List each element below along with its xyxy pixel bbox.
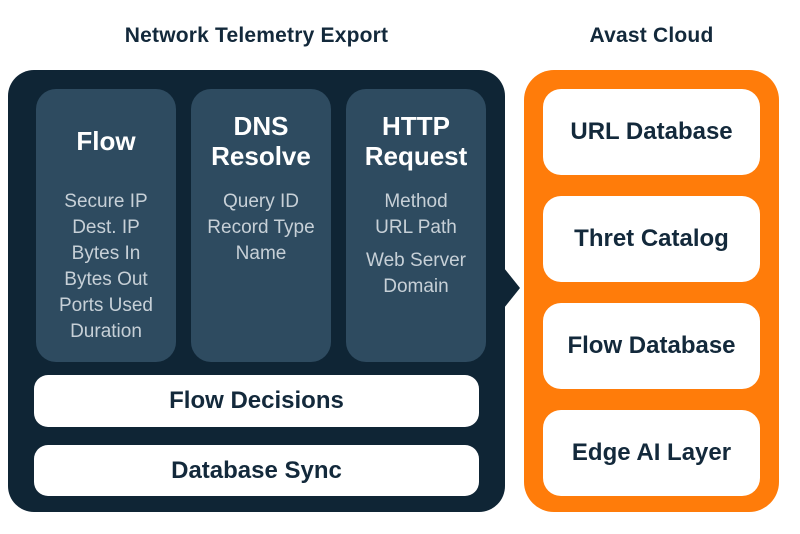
cloud-box-edge-ai-layer: Edge AI Layer (543, 410, 760, 496)
thret-catalog-label: Thret Catalog (574, 225, 729, 252)
dns-resolve-column-items: Query ID Record Type Name (191, 189, 331, 267)
connector-arrow-icon (504, 268, 520, 308)
http-request-column-title: HTTP Request (364, 111, 468, 171)
flow-item: Secure IP (64, 191, 148, 212)
telemetry-export-panel: Flow Secure IP Dest. IP Bytes In Bytes O… (8, 70, 520, 512)
dns-resolve-column-title: DNS Resolve (211, 111, 311, 171)
dns-item: Query ID (222, 191, 300, 212)
flow-column: Flow Secure IP Dest. IP Bytes In Bytes O… (36, 89, 176, 362)
dns-item: Name (235, 243, 287, 264)
flow-column-items: Secure IP Dest. IP Bytes In Bytes Out Po… (36, 189, 176, 345)
avast-cloud-panel: URL Database Thret Catalog Flow Database… (524, 70, 779, 512)
edge-ai-layer-label: Edge AI Layer (571, 439, 732, 466)
cloud-box-flow-database: Flow Database (543, 303, 760, 389)
cloud-box-thret-catalog: Thret Catalog (543, 196, 760, 282)
http-item: Web Server Domain (366, 250, 466, 297)
url-database-label: URL Database (570, 118, 733, 145)
flow-item: Duration (70, 321, 142, 342)
flow-column-title: Flow (76, 126, 136, 156)
avast-cloud-title: Avast Cloud (589, 24, 714, 47)
flow-item: Dest. IP (72, 217, 140, 238)
flow-item: Ports Used (59, 295, 153, 316)
dns-resolve-column: DNS Resolve Query ID Record Type Name (191, 89, 331, 362)
cloud-box-url-database: URL Database (543, 89, 760, 175)
http-request-column: HTTP Request Method URL Path Web Server … (346, 89, 486, 362)
dns-item: Record Type (207, 217, 315, 238)
flow-item: Bytes Out (64, 269, 148, 290)
flow-decisions-label: Flow Decisions (169, 387, 344, 414)
flow-decisions-bar: Flow Decisions (34, 375, 479, 427)
database-sync-label: Database Sync (171, 456, 342, 484)
database-sync-bar: Database Sync (34, 445, 479, 496)
http-item: Method (384, 191, 448, 212)
flow-database-label: Flow Database (567, 332, 736, 359)
http-request-column-items: Method URL Path Web Server Domain (346, 189, 486, 300)
telemetry-columns: Flow Secure IP Dest. IP Bytes In Bytes O… (36, 89, 486, 362)
http-item: URL Path (375, 217, 457, 238)
flow-item: Bytes In (71, 243, 141, 264)
telemetry-export-title: Network Telemetry Export (124, 24, 389, 47)
